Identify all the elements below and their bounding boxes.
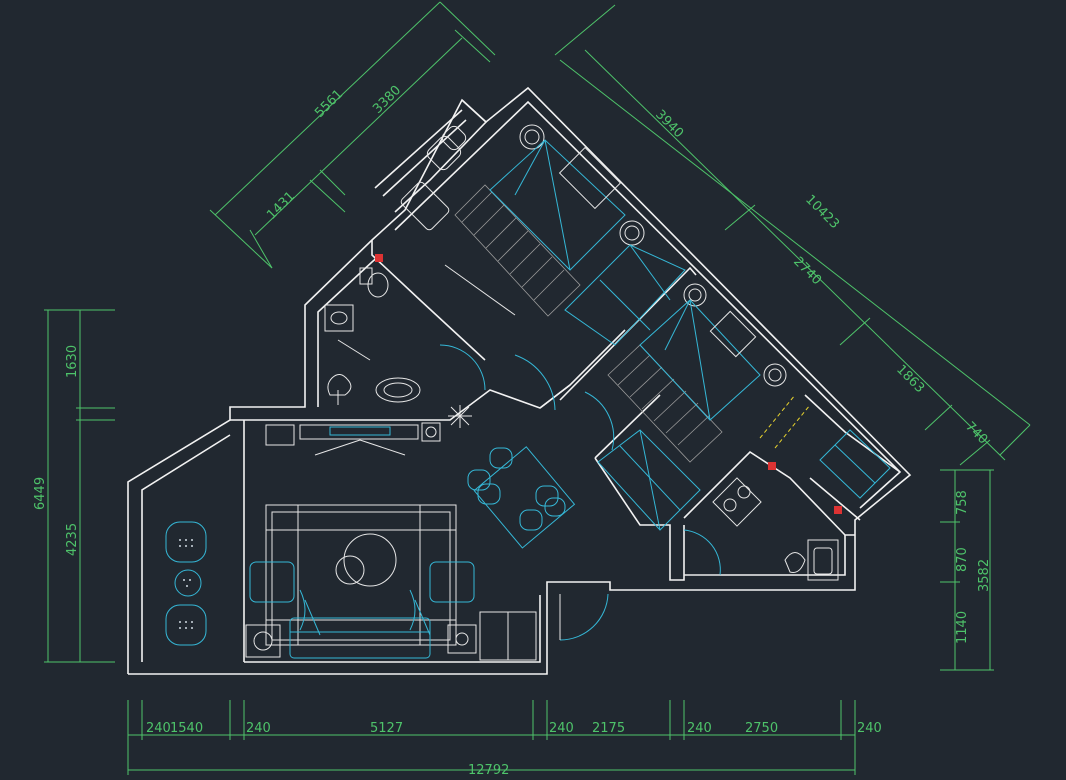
dim-top-right-2740: 2740 — [790, 254, 824, 288]
dim-right-758: 758 — [955, 490, 970, 515]
bedroom-2 — [597, 283, 811, 531]
dim-top-left-small: 1431 — [264, 189, 298, 223]
living-room — [245, 405, 576, 661]
doors — [439, 344, 721, 641]
dim-top-right-1863: 1863 — [893, 362, 927, 396]
dim-left-4235: 4235 — [65, 523, 80, 556]
dim-bottom-1540: 1540 — [170, 721, 203, 736]
kitchen — [712, 429, 891, 581]
dim-bottom-total: 12792 — [468, 763, 509, 778]
dim-right-1140: 1140 — [955, 611, 970, 644]
balcony-left — [165, 521, 207, 646]
dim-top-left-inner: 3380 — [370, 83, 404, 117]
bathroom — [324, 254, 421, 405]
dim-bottom-5127: 5127 — [370, 721, 403, 736]
dim-left-1630: 1630 — [65, 345, 80, 378]
dim-top-right-total: 10423 — [802, 192, 842, 232]
dim-bottom-2750: 2750 — [745, 721, 778, 736]
bedroom-1 — [400, 124, 686, 346]
dim-right-total: 3582 — [977, 559, 992, 592]
dim-bottom-240-a: 240 — [146, 721, 171, 736]
walls — [127, 86, 912, 675]
dim-top-left-outer: 5561 — [312, 87, 346, 121]
dim-bottom-240-b: 240 — [246, 721, 271, 736]
dim-bottom-2175: 2175 — [592, 721, 625, 736]
dim-bottom-240-d: 240 — [687, 721, 712, 736]
dim-right-870: 870 — [955, 547, 970, 572]
dim-bottom-240-e: 240 — [857, 721, 882, 736]
dim-left-total: 6449 — [33, 477, 48, 510]
dim-bottom-240-c: 240 — [549, 721, 574, 736]
